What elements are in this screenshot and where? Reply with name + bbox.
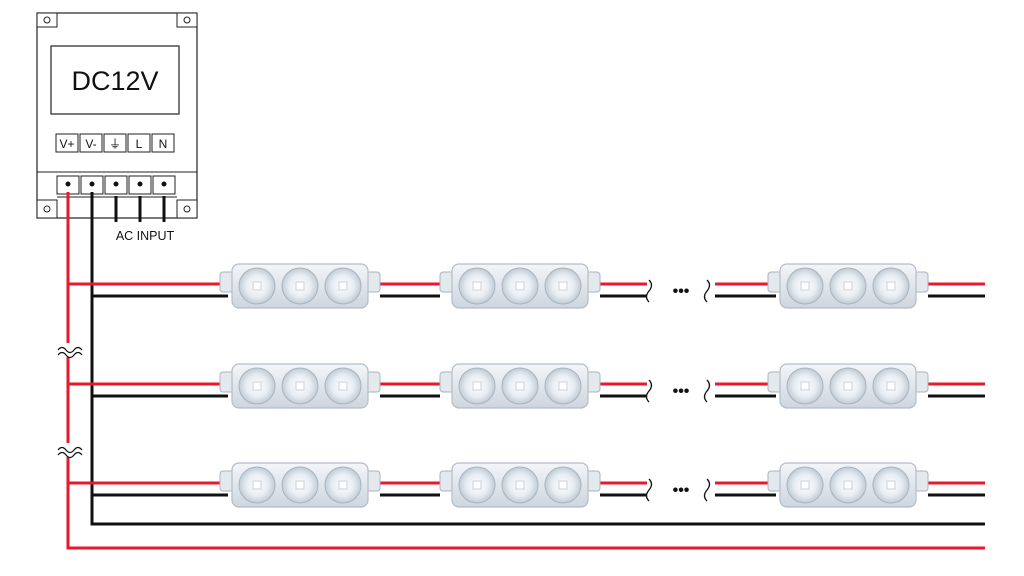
psu-voltage-label: DC12V	[71, 66, 158, 96]
negative-bus-wire	[90, 192, 985, 526]
led-chip	[800, 381, 810, 391]
led-chip	[252, 480, 262, 490]
led-chip	[886, 480, 896, 490]
led-module	[767, 263, 929, 309]
terminal-label-l: L	[136, 137, 143, 151]
led-chip	[338, 281, 348, 291]
wire-break-icon	[645, 477, 657, 503]
ac-input-label: AC INPUT	[116, 229, 175, 243]
led-chip	[843, 480, 853, 490]
led-module	[767, 462, 929, 508]
led-chip	[515, 480, 525, 490]
led-chip	[515, 381, 525, 391]
led-chip	[338, 480, 348, 490]
led-chip	[472, 281, 482, 291]
led-chip	[252, 281, 262, 291]
led-chip	[515, 281, 525, 291]
screw-icon	[137, 181, 143, 187]
terminal-labels: V+ V- ⏚ L N	[55, 133, 175, 153]
led-module	[219, 363, 381, 409]
led-module	[439, 462, 601, 508]
led-chip	[800, 480, 810, 490]
wire-break-icon	[645, 378, 657, 404]
led-chip	[472, 381, 482, 391]
module-row: •••	[68, 263, 985, 309]
continuation-dots: •••	[673, 482, 690, 499]
module-row: •••	[68, 462, 985, 508]
ground-icon: ⏚	[109, 137, 121, 151]
screw-icon	[113, 181, 119, 187]
main-bus	[66, 192, 985, 550]
led-module	[219, 263, 381, 309]
terminal-block	[56, 175, 177, 198]
screw-icon	[65, 181, 71, 187]
led-chip	[295, 381, 305, 391]
led-chip	[295, 281, 305, 291]
break-icon	[57, 346, 83, 354]
terminal-label-vplus: V+	[59, 137, 74, 151]
led-chip	[886, 281, 896, 291]
led-chip	[843, 381, 853, 391]
led-chip	[252, 381, 262, 391]
psu-display-panel	[50, 45, 180, 115]
continuation-dots: •••	[673, 283, 690, 300]
continuation-dots: •••	[673, 383, 690, 400]
led-chip	[886, 381, 896, 391]
terminal-label-vminus: V-	[85, 137, 96, 151]
mount-hole-icon	[183, 16, 191, 24]
led-module	[767, 363, 929, 409]
led-module	[439, 363, 601, 409]
led-module	[219, 462, 381, 508]
led-chip	[843, 281, 853, 291]
module-rows: ••• ••• •••	[68, 263, 985, 508]
led-chip	[558, 480, 568, 490]
screw-icon	[89, 181, 95, 187]
positive-bus-wire	[66, 192, 985, 550]
mount-hole-icon	[43, 16, 51, 24]
screw-icon	[161, 181, 167, 187]
led-chip	[800, 281, 810, 291]
led-chip	[558, 381, 568, 391]
bus-break-upper	[56, 343, 86, 359]
wire-break-icon	[645, 278, 657, 304]
bus-break-lower	[56, 443, 86, 459]
terminal-label-n: N	[159, 137, 168, 151]
led-chip	[295, 480, 305, 490]
mount-hole-icon	[43, 205, 51, 213]
led-chip	[558, 281, 568, 291]
mount-hole-icon	[183, 205, 191, 213]
led-module	[439, 263, 601, 309]
led-chip	[338, 381, 348, 391]
power-supply: DC12V V+ V- ⏚ L N	[36, 12, 198, 243]
wire-break-icon	[703, 477, 715, 503]
ac-input-leads	[114, 196, 166, 222]
wire-break-icon	[703, 378, 715, 404]
wire-break-icon	[703, 278, 715, 304]
break-icon	[57, 446, 83, 454]
module-row: •••	[68, 363, 985, 409]
led-chip	[472, 480, 482, 490]
